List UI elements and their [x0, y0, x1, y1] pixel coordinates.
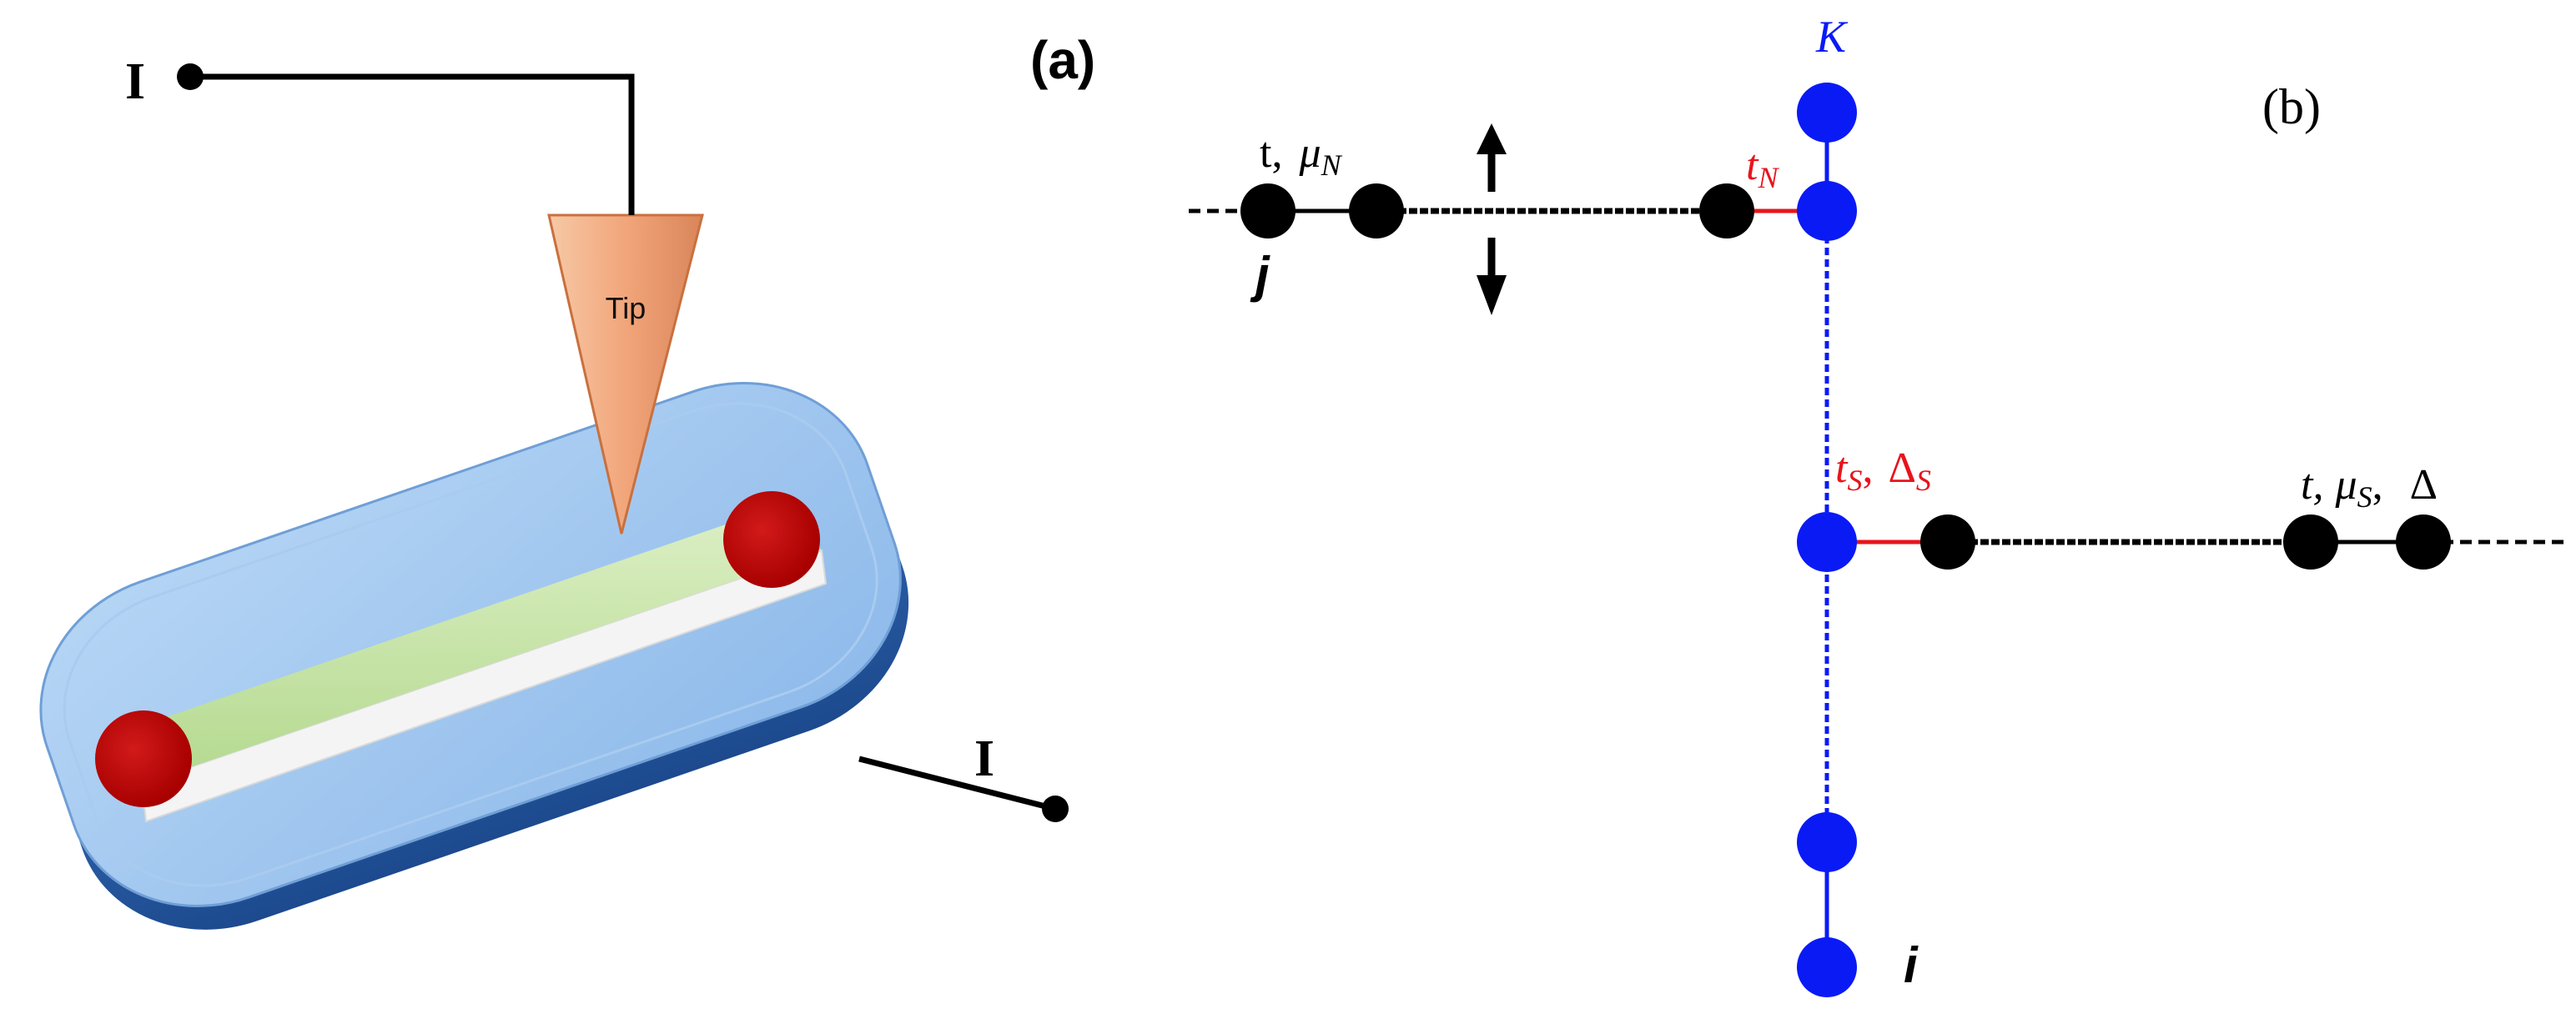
- site-i-label: i: [1904, 937, 1919, 993]
- bottom-lead-wire: [858, 755, 1056, 812]
- panel-a: Tip I I (a): [39, 30, 1095, 930]
- current-label-top: I: [125, 53, 145, 110]
- down-arrow-icon: [1477, 238, 1507, 315]
- end-sphere-left: [95, 710, 192, 807]
- top-lead-terminal: [177, 63, 204, 90]
- black-site: [1349, 183, 1404, 238]
- sc-params-label: t,μS,Δ: [2301, 461, 2438, 514]
- panel-a-label: (a): [1030, 30, 1095, 90]
- black-site: [1699, 183, 1754, 238]
- panel-b-label: (b): [2262, 79, 2321, 134]
- blue-site: [1797, 181, 1857, 241]
- current-label-bottom: I: [974, 730, 994, 787]
- blue-site: [1797, 512, 1857, 572]
- site-j-label: j: [1250, 247, 1270, 303]
- bottom-lead-terminal: [1042, 796, 1069, 822]
- blue-site: [1797, 812, 1857, 872]
- normal-params-label: t,μN: [1260, 129, 1343, 182]
- panel-b: K i j (b) t,μN tN tS,ΔS t,μS,Δ: [1189, 12, 2569, 997]
- site-K-label: K: [1815, 12, 1849, 62]
- nanowire: [95, 491, 828, 823]
- site-i: [1797, 937, 1857, 997]
- sc-coupling-label: tS,ΔS: [1835, 444, 1931, 497]
- black-site: [1920, 514, 1975, 570]
- tip-label: Tip: [606, 291, 647, 325]
- site-K: [1797, 83, 1857, 143]
- stm-tip: Tip: [547, 213, 704, 535]
- top-lead-wire: [190, 73, 635, 215]
- black-site: [2283, 514, 2338, 570]
- black-site: [2396, 514, 2451, 570]
- up-arrow-icon: [1477, 123, 1507, 192]
- site-j: [1240, 183, 1296, 238]
- end-sphere-right: [723, 491, 820, 588]
- normal-coupling-label: tN: [1746, 142, 1779, 194]
